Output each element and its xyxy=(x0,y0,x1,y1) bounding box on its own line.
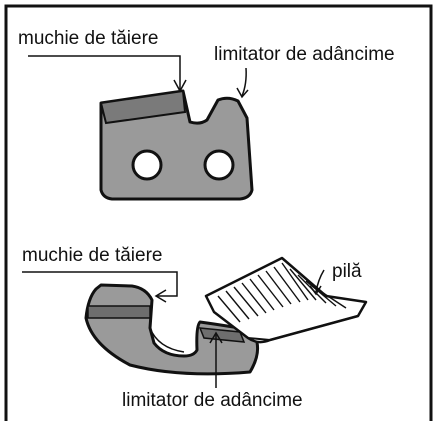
cutter-link-top xyxy=(99,89,254,201)
label-depth-gauge-bottom: limitator de adâncime xyxy=(122,390,303,411)
leader-depth-gauge-top xyxy=(241,67,247,97)
cutting-edge-plate xyxy=(99,89,187,125)
label-cutting-edge-top: muchie de tăiere xyxy=(18,28,159,49)
frame-border xyxy=(4,4,433,421)
leader-file xyxy=(315,269,325,293)
rivet-hole-right xyxy=(203,149,235,181)
label-depth-gauge-top: limitator de adâncime xyxy=(214,44,395,65)
rivet-hole-left xyxy=(131,149,163,181)
file-illustration xyxy=(204,256,368,344)
label-file: pilă xyxy=(332,261,362,282)
leader-cutting-edge-bottom xyxy=(22,271,178,297)
label-cutting-edge-bottom: muchie de tăiere xyxy=(22,245,163,266)
cutter-side-view xyxy=(84,283,260,376)
leader-cutting-edge-top xyxy=(28,55,181,90)
